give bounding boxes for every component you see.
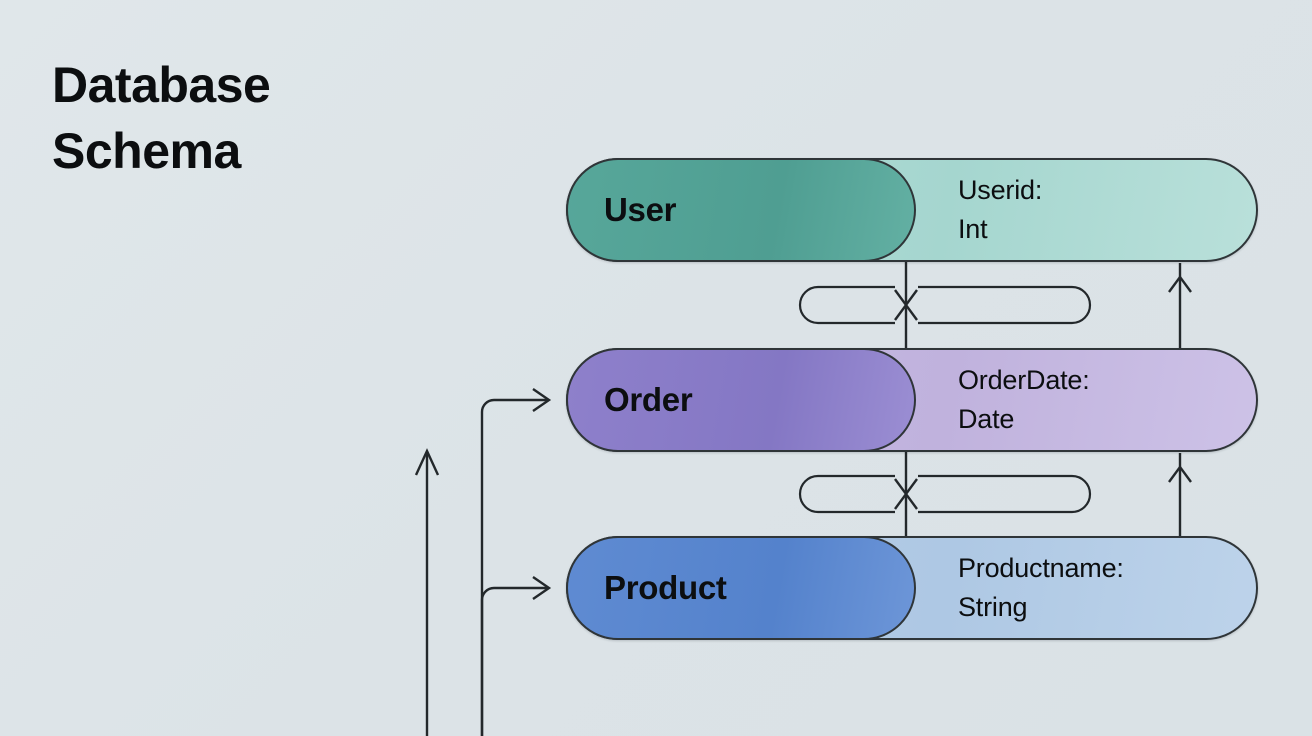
connector-left-up-arrow (414, 448, 440, 736)
connector-product-to-order-up (894, 491, 918, 536)
connector-order-to-product-down (894, 452, 918, 497)
connector-order-to-user-up (894, 302, 918, 348)
relationship-pill-order-product (798, 474, 1092, 514)
entity-user-attribute: Userid: Int (958, 174, 1043, 244)
entity-product[interactable]: Product Productname: String (566, 536, 1258, 640)
entity-order-name-panel: Order (566, 348, 916, 452)
relationship-pill-user-order (798, 285, 1092, 325)
entity-product-name: Product (604, 569, 727, 606)
entity-product-attribute: Productname: String (958, 552, 1124, 622)
connector-branch-to-product (480, 576, 552, 736)
entity-user-name-panel: User (566, 158, 916, 262)
connector-user-to-order-down (894, 262, 918, 308)
connector-branch-to-order (480, 388, 552, 736)
entity-order[interactable]: Order OrderDate: Date (566, 348, 1258, 452)
entity-order-attribute: OrderDate: Date (958, 364, 1090, 434)
entity-user[interactable]: User Userid: Int (566, 158, 1258, 262)
connector-product-to-order-right-up (1168, 453, 1192, 536)
entity-order-name: Order (604, 381, 693, 418)
entity-user-name: User (604, 191, 677, 228)
connector-order-to-user-right-up (1168, 263, 1192, 348)
page-title: Database Schema (52, 57, 271, 179)
entity-product-name-panel: Product (566, 536, 916, 640)
